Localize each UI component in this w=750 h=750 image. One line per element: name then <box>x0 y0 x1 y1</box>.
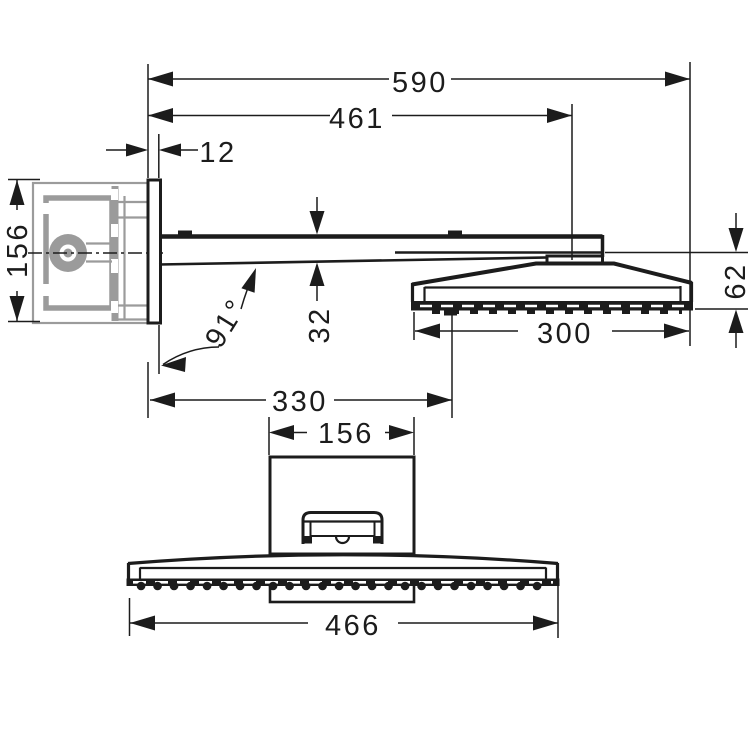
dimension-label: 300 <box>537 318 593 350</box>
arm-detail-tick <box>448 230 462 237</box>
arrowhead <box>148 108 173 123</box>
arm-end-foot <box>373 536 382 544</box>
head-body-fill <box>412 263 692 302</box>
dimension-label: 91° <box>199 293 253 354</box>
dimension-label: 12 <box>199 137 236 169</box>
extension-line <box>128 586 559 638</box>
dimension-label: 461 <box>329 103 385 135</box>
dimension-300: 300 <box>415 318 689 350</box>
arrowhead <box>161 357 186 372</box>
dimension-label: 330 <box>272 386 328 418</box>
dimension-label: 590 <box>392 67 448 99</box>
arm-end-inner <box>309 521 376 537</box>
arrowhead <box>9 296 25 321</box>
extension-line <box>268 417 415 455</box>
wall-plate <box>146 178 162 325</box>
rail-slot <box>111 301 118 313</box>
dimension-label: 156 <box>2 222 34 278</box>
dimension-590: 590 <box>148 67 690 99</box>
arm-underside <box>158 255 603 266</box>
rail-slot <box>111 259 118 273</box>
head-roof <box>411 261 693 287</box>
dimension-angle-91: 91° <box>161 268 256 372</box>
nozzle-nub <box>444 310 457 316</box>
arrowhead <box>389 425 414 440</box>
arrowhead <box>427 392 452 408</box>
arrowhead <box>415 323 440 339</box>
arrowhead <box>150 392 175 408</box>
dimension-156-left: 156 <box>2 180 34 321</box>
angle-arc <box>162 346 220 366</box>
installation-box <box>31 181 150 325</box>
dimension-label: 466 <box>325 610 381 642</box>
arm-end-foot <box>303 536 312 544</box>
dimension-156-bottom: 156 <box>268 417 415 455</box>
shower-head-side <box>410 261 694 316</box>
dimension-466: 466 <box>128 586 559 642</box>
frame-notch <box>42 203 50 214</box>
rail-slot <box>111 189 118 200</box>
arm-end-on <box>301 511 384 545</box>
arrowhead <box>728 309 744 333</box>
arrowhead <box>126 143 148 157</box>
dimension-label: 32 <box>304 306 336 343</box>
arrowhead <box>269 425 294 440</box>
arrowhead <box>158 143 181 157</box>
rail-slot <box>111 224 118 237</box>
arrowhead <box>547 108 572 123</box>
shower-head-front <box>126 553 560 591</box>
supply-connection-center <box>63 248 73 258</box>
arrowhead <box>241 268 256 293</box>
dimensions: 590 461 12 156 32 <box>2 62 750 642</box>
arrowhead <box>533 615 558 631</box>
dimension-label: 156 <box>318 418 374 450</box>
front-view <box>126 455 560 604</box>
arrowhead <box>148 71 173 87</box>
dimension-32: 32 <box>304 197 336 344</box>
arrowhead <box>309 262 325 286</box>
arrowhead <box>9 180 25 205</box>
arm-end-outlet <box>334 536 351 545</box>
arm-end-outline <box>301 511 384 544</box>
arm-detail-tick <box>178 230 192 237</box>
arrowhead <box>309 211 325 235</box>
dimension-label: 62 <box>720 262 750 299</box>
dimension-62: 62 <box>720 213 750 348</box>
frame-notch <box>42 284 50 296</box>
dimension-12: 12 <box>106 137 236 169</box>
head-front-top-curve <box>127 553 559 566</box>
dimension-330: 330 <box>150 386 452 418</box>
head-front-fill <box>128 554 558 579</box>
arrowhead <box>665 71 690 87</box>
arrowhead <box>664 323 689 339</box>
side-view <box>28 178 694 325</box>
arrowhead <box>130 615 155 631</box>
arrowhead <box>728 228 744 252</box>
dimension-461: 461 <box>148 103 572 135</box>
